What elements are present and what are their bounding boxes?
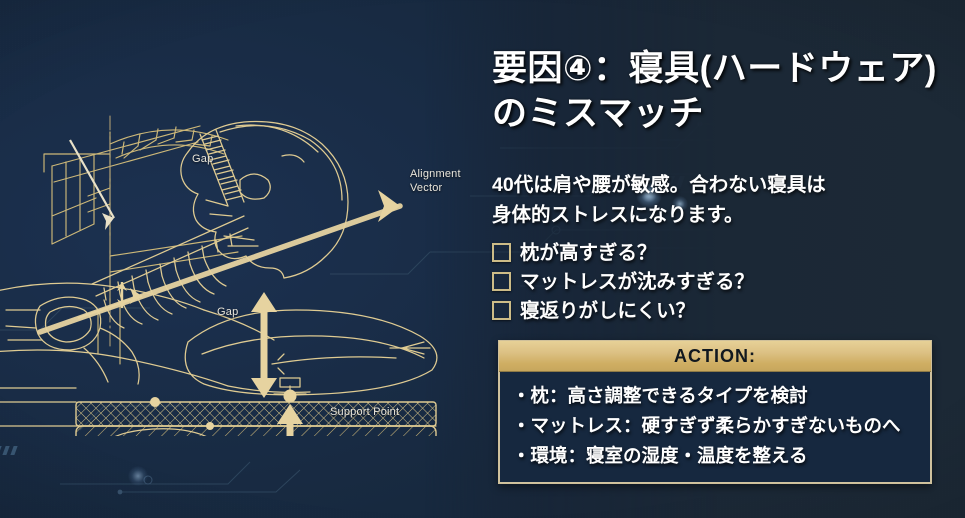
cervical-spine	[199, 129, 245, 207]
checklist-item-label: 寝返りがしにくい？	[520, 299, 696, 322]
diagram-label-gap-upper: Gap	[192, 153, 213, 165]
bokeh-glow-1	[636, 182, 662, 208]
slide-lede: 40代は肩や腰が敏感。合わない寝具は 身体的ストレスになります。	[492, 170, 922, 230]
action-box: ACTION: ・枕：高さ調整できるタイプを検討 ・マットレス：硬すぎず柔らかす…	[498, 340, 932, 484]
checkbox-icon[interactable]	[492, 243, 511, 262]
checklist-item[interactable]: 枕が高すぎる？	[492, 238, 922, 267]
action-box-header: ACTION:	[499, 341, 931, 372]
diagram-label-alignment-vector-line2: Vector	[410, 182, 442, 194]
action-item: ・環境：寝室の湿度・温度を整える	[512, 445, 808, 466]
diagram-label-alignment-vector-line1: Alignment	[410, 168, 461, 180]
slide-lede-line-1: 40代は肩や腰が敏感。合わない寝具は	[492, 174, 826, 196]
alignment-vector-arrow	[37, 190, 403, 335]
pelvis-lumbar	[5, 296, 140, 385]
thoracic-spine	[91, 215, 249, 329]
bokeh-glow-2	[672, 196, 688, 212]
action-item: ・枕：高さ調整できるタイプを検討	[512, 385, 808, 406]
slide-lede-line-2: 身体的ストレスになります。	[492, 204, 744, 226]
action-item: ・マットレス：硬すぎず柔らかすぎないものへ	[512, 415, 901, 436]
diagram-label-support-point: Support Point	[330, 406, 399, 418]
checklist-item[interactable]: 寝返りがしにくい？	[492, 296, 922, 325]
body-contour	[0, 282, 311, 394]
action-box-heading: ACTION:	[674, 345, 756, 366]
head-outline	[180, 120, 349, 279]
pillow-outline	[184, 309, 438, 396]
diagram-label-gap-lower: Gap	[217, 306, 238, 318]
bokeh-glow-3	[128, 466, 148, 486]
checkbox-icon[interactable]	[492, 272, 511, 291]
checklist-item[interactable]: マットレスが沈みすぎる？	[492, 267, 922, 296]
action-box-body: ・枕：高さ調整できるタイプを検討 ・マットレス：硬すぎず柔らかすぎないものへ ・…	[499, 372, 931, 483]
checklist-item-label: 枕が高すぎる？	[520, 241, 657, 264]
checkbox-icon[interactable]	[492, 301, 511, 320]
slide-title: 要因④：寝具(ハードウェア) のミスマッチ	[492, 46, 954, 136]
gap-lower-arrow	[117, 282, 127, 308]
symptom-checklist: 枕が高すぎる？ マットレスが沈みすぎる？ 寝返りがしにくい？	[492, 238, 922, 325]
slide-title-line-1: 要因④：寝具(ハードウェア)	[492, 49, 937, 88]
pillow-height-arrow	[251, 292, 277, 398]
slide-title-line-2: のミスマッチ	[492, 94, 704, 133]
checklist-item-label: マットレスが沈みすぎる？	[520, 270, 755, 293]
gap-upper-leader	[69, 139, 115, 230]
